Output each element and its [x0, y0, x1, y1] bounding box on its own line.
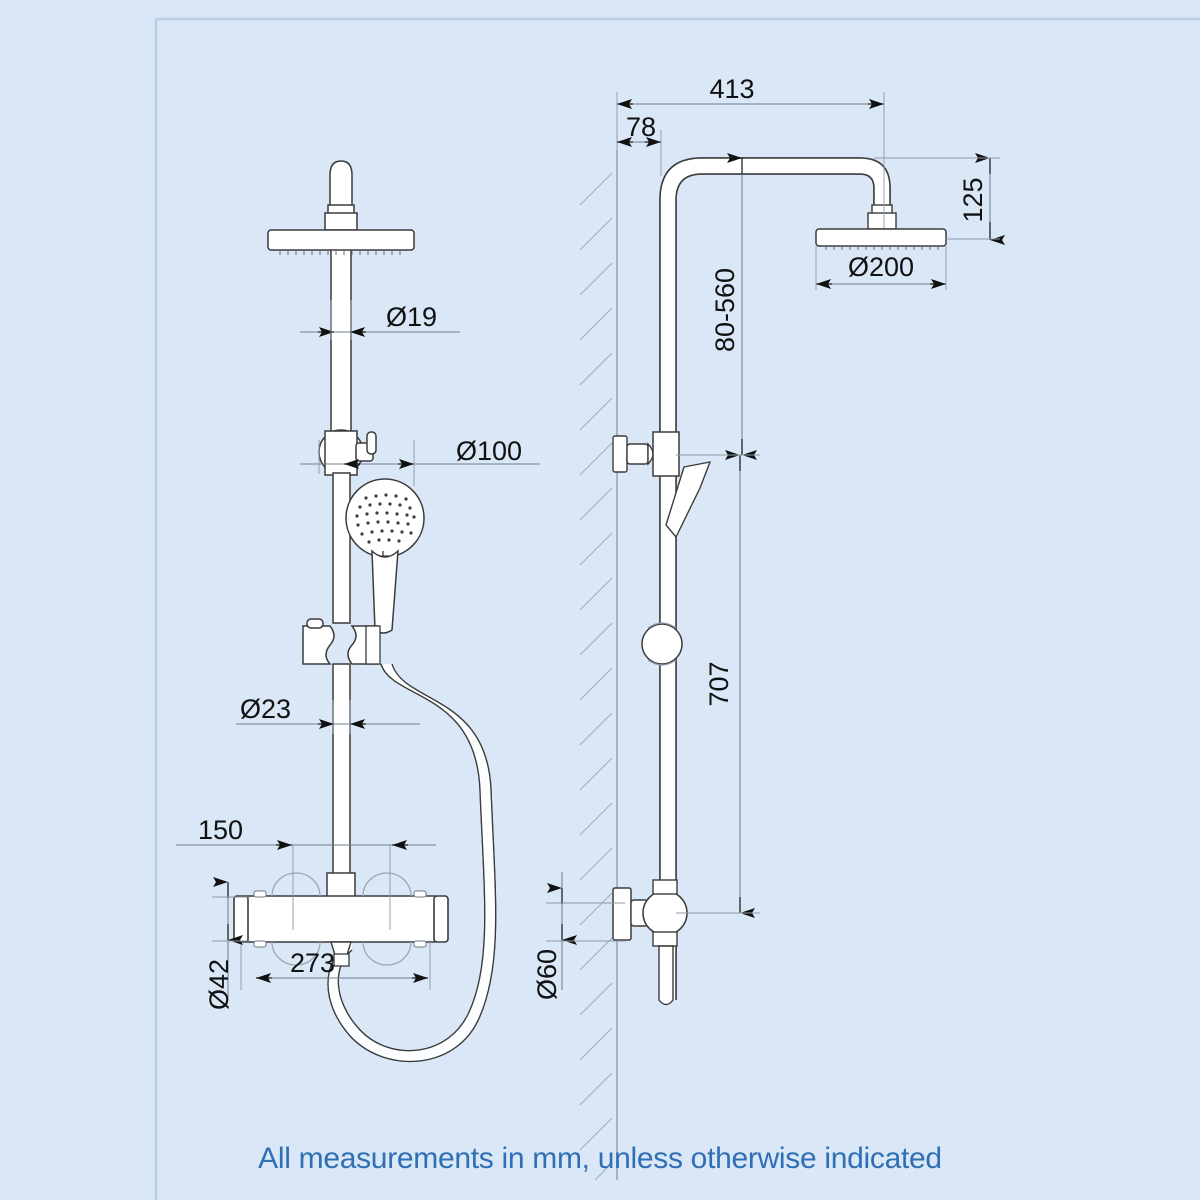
- riser-and-arm-side: [659, 157, 891, 1000]
- dimension-label-150: 150: [198, 815, 243, 845]
- dimension-label-413: 413: [709, 74, 754, 104]
- dimension-label-273: 273: [290, 948, 335, 978]
- dimension-label-dia-19: Ø19: [386, 302, 437, 332]
- dimension-label-dia-23: Ø23: [240, 694, 291, 724]
- dimension-dia-60: Ø60: [532, 872, 625, 1000]
- slider-ring-side: [641, 622, 683, 666]
- dimension-label-78: 78: [626, 112, 656, 142]
- slider-bracket-front: [302, 618, 381, 895]
- side-elevation: 413 78 125 Ø200: [532, 74, 1005, 1181]
- upper-wall-elbow-side: [612, 431, 712, 539]
- dimension-413: 413: [616, 74, 885, 228]
- dimension-273: 273: [240, 940, 431, 990]
- dimension-dia-23: Ø23: [236, 694, 420, 734]
- dimension-dia-19: Ø19: [300, 300, 460, 340]
- shower-hose-front: [327, 663, 497, 1063]
- dimension-78: 78: [617, 112, 662, 176]
- wall-section: [579, 150, 618, 1181]
- dimension-label-dia-42: Ø42: [204, 959, 234, 1010]
- overhead-shower-head-front: [267, 229, 415, 255]
- dimension-150: 150: [176, 815, 436, 930]
- hand-shower-front: [345, 478, 425, 634]
- dimension-707: 707: [676, 450, 760, 918]
- thermostatic-valve-front: [233, 872, 449, 967]
- dimension-dia-100: Ø100: [300, 436, 540, 486]
- front-elevation: Ø19 Ø100 Ø23 150: [176, 160, 540, 1063]
- dimension-label-707: 707: [704, 661, 734, 706]
- dimension-label-80-560: 80-560: [710, 268, 740, 352]
- dimension-label-dia-200: Ø200: [848, 252, 914, 282]
- overhead-shower-head-side: [815, 204, 947, 250]
- dimension-label-125: 125: [958, 177, 988, 222]
- riser-pipe-front: [324, 160, 358, 440]
- dimension-label-dia-100: Ø100: [456, 436, 522, 466]
- wall-hatching: [579, 172, 613, 1181]
- dimension-80-560: 80-560: [710, 153, 757, 460]
- dimension-dia-42: Ø42: [204, 877, 250, 1010]
- diverter-body-front: [318, 429, 377, 624]
- spray-holes: [355, 493, 416, 544]
- drawing-frame: [154, 17, 1200, 1200]
- dimension-dia-200: Ø200: [815, 246, 947, 290]
- dimension-125: 125: [874, 153, 1005, 245]
- caption-measurements-note: All measurements in mm, unless otherwise…: [258, 1142, 942, 1175]
- dimension-label-dia-60: Ø60: [532, 949, 562, 1000]
- lower-valve-side: [612, 879, 688, 1006]
